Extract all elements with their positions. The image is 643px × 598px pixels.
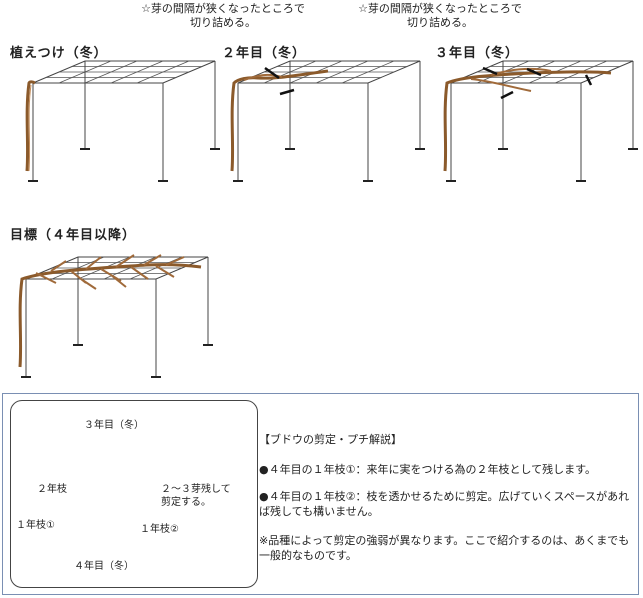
note-line: ☆芽の間隔が狭くなったところで bbox=[141, 2, 305, 15]
branch1a-label: １年枝① bbox=[16, 520, 55, 531]
note-line: ☆芽の間隔が狭くなったところで bbox=[358, 2, 522, 15]
note-line: 切り詰める。 bbox=[407, 16, 473, 29]
pruning-note-1: ☆芽の間隔が狭くなったところで 切り詰める。 bbox=[128, 2, 318, 30]
trellis-year3 bbox=[443, 60, 639, 182]
branch2-label: ２年枝 bbox=[37, 484, 67, 495]
note-line: 切り詰める。 bbox=[190, 16, 256, 29]
pruning-note-2: ☆芽の間隔が狭くなったところで 切り詰める。 bbox=[345, 2, 535, 30]
trellis-planting bbox=[25, 60, 221, 182]
stage-label-goal: 目標（４年目以降） bbox=[10, 228, 137, 243]
inset-year3-label: ３年目（冬） bbox=[84, 420, 144, 431]
cut-mark bbox=[482, 66, 498, 76]
cut-mark bbox=[584, 74, 593, 86]
trellis-year2 bbox=[230, 60, 426, 182]
cut-mark bbox=[264, 66, 280, 80]
callout-text: ２～３芽残して剪定する。 bbox=[161, 484, 231, 508]
stage-label-year3: ３年目（冬） bbox=[435, 46, 520, 61]
stage-label-planting: 植えつけ（冬） bbox=[10, 46, 108, 61]
cut-mark bbox=[279, 88, 295, 96]
explanation-panel bbox=[2, 393, 639, 595]
inset-year4-label: ４年目（冬） bbox=[74, 561, 134, 572]
branch1b-label: １年枝② bbox=[140, 524, 179, 535]
cut-mark bbox=[526, 67, 542, 77]
trellis-goal bbox=[18, 254, 214, 378]
explanation-title: 【ブドウの剪定・プチ解説】 bbox=[259, 433, 402, 446]
stage-label-year2: ２年目（冬） bbox=[222, 46, 307, 61]
inset-frame bbox=[10, 400, 258, 588]
cut-mark bbox=[500, 90, 514, 100]
explanation-point3: ※品種によって剪定の強弱が異なります。ここで紹介するのは、あくまでも一般的なもの… bbox=[259, 534, 630, 562]
explanation-point2: ●４年目の１年枝②：枝を透かせるために剪定。広げていくスペースがあれば残しても構… bbox=[259, 490, 630, 518]
explanation-point1: ●４年目の１年枝①：来年に実をつける為の２年枝として残します。 bbox=[259, 463, 597, 476]
